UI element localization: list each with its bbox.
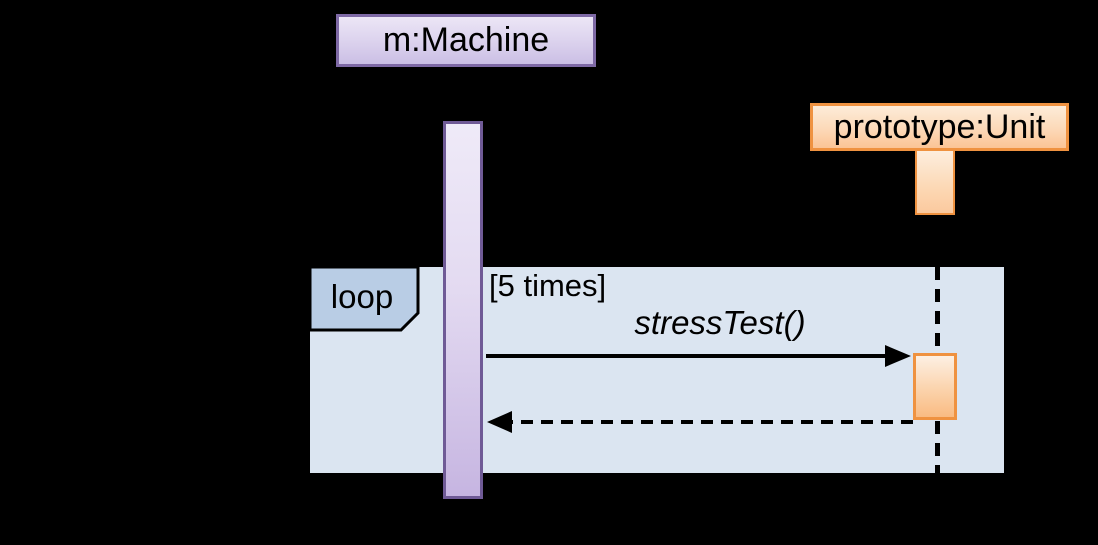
participant-machine-label: m:Machine [382,21,550,59]
participant-machine-box: m:Machine [336,14,596,67]
unit-activation-bar [913,353,957,420]
sync-message-label: stressTest() [634,304,806,341]
loop-operator-label: loop [330,278,394,315]
loop-fragment-body [310,267,1004,473]
unit-activation-stub [915,149,955,215]
participant-unit-label: prototype:Unit [833,107,1046,146]
machine-activation-bar [443,121,483,499]
participant-unit-box: prototype:Unit [810,103,1069,151]
loop-guard-label: [5 times] [489,268,607,303]
